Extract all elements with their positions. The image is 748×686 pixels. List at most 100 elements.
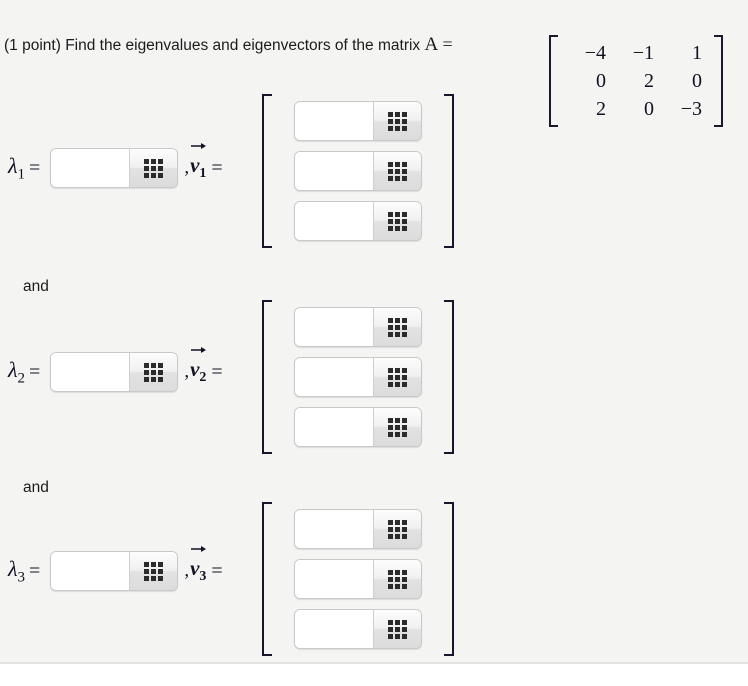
vector-input-column-3 [275,502,441,656]
keypad-icon-button[interactable] [373,102,421,140]
eigenvector-label-2: v2 [190,347,207,386]
keypad-icon-button[interactable] [129,149,178,187]
lambda-glyph: λ [8,356,18,382]
vector-answer-field[interactable] [294,509,422,549]
vector-right-bracket [441,502,454,656]
matrix-cell: 1 [692,41,702,64]
keypad-icon-button[interactable] [373,202,421,240]
eigenvector-equals-3: = [211,559,223,582]
vector-input-column-2 [275,300,441,454]
vector-input-2-1[interactable] [295,308,373,346]
vector-input-2-2[interactable] [295,358,373,396]
eigenvalue-equals-2: = [29,360,41,383]
keypad-grid-icon [388,519,407,539]
matrix-row: 0 2 0 [564,67,708,95]
vector-arrow-icon [191,143,207,150]
vector-arrow-icon [191,546,207,553]
vector-left-bracket [262,94,275,248]
matrix-equals-sign: = [442,34,453,54]
vector-input-3-1[interactable] [295,510,373,548]
keypad-icon-button[interactable] [373,560,421,598]
eigenvalue-answer-field-1[interactable] [50,148,179,188]
points-label: (1 point) [4,37,61,54]
vector-left-bracket [262,300,275,454]
eigenvector-matrix-3 [262,502,454,656]
matrix-row: −4 −1 1 [564,39,708,67]
matrix-row: 2 0 −3 [564,95,708,123]
keypad-icon-button[interactable] [129,353,178,391]
vector-answer-field[interactable] [294,357,422,397]
keypad-icon-button[interactable] [373,358,421,396]
vector-answer-field[interactable] [294,151,422,191]
matrix-cell: −3 [680,97,702,120]
vector-input-2-3[interactable] [295,408,373,446]
keypad-icon-button[interactable] [373,308,421,346]
vector-right-bracket [441,94,454,248]
vector-input-column-1 [275,94,441,248]
vector-input-3-3[interactable] [295,610,373,648]
matrix-cell: −1 [632,41,654,64]
keypad-icon-button[interactable] [373,408,421,446]
matrix-right-bracket [712,35,723,127]
keypad-icon-button[interactable] [373,610,421,648]
separator-comma-2: , [184,361,190,382]
keypad-grid-icon [388,111,407,131]
problem-statement: (1 point) Find the eigenvalues and eigen… [4,33,744,127]
vector-right-bracket [441,300,454,454]
prompt-text: Find the eigenvalues and eigenvectors of… [65,37,421,54]
keypad-grid-icon [144,158,164,178]
eigenvalue-label-1: λ1 [8,153,25,183]
vector-answer-field[interactable] [294,101,422,141]
keypad-grid-icon [388,367,407,387]
vector-answer-field[interactable] [294,201,422,241]
vector-input-1-3[interactable] [295,202,373,240]
keypad-grid-icon [388,417,407,437]
keypad-grid-icon [144,561,164,581]
vector-input-3-2[interactable] [295,560,373,598]
lambda-subscript: 1 [17,166,26,183]
lambda-glyph: λ [8,152,18,178]
eigenvector-equals-1: = [211,156,223,179]
keypad-icon-button[interactable] [129,552,178,590]
matrix-cell: 2 [644,69,654,92]
matrix-body: −4 −1 1 0 2 0 2 0 −3 [560,35,712,127]
eigenvector-label-3: v3 [190,546,207,585]
separator-comma-3: , [184,560,190,581]
vector-input-1-2[interactable] [295,152,373,190]
eigenvalue-row-1: λ1 = , v1 = [8,143,223,190]
keypad-icon-button[interactable] [373,510,421,548]
eigenvalue-input-2[interactable] [51,353,130,391]
eigenvalue-answer-field-3[interactable] [50,551,179,591]
vector-subscript: 3 [199,569,207,585]
vector-answer-field[interactable] [294,307,422,347]
eigenvalue-label-2: λ2 [8,357,25,387]
eigenvalue-input-1[interactable] [51,149,130,187]
eigenvalue-row-2: λ2 = , v2 = [8,347,223,394]
eigenvalue-equals-3: = [29,559,41,582]
vector-subscript: 1 [199,166,207,182]
eigenvalue-answer-field-2[interactable] [50,352,179,392]
separator-comma-1: , [184,157,190,178]
keypad-grid-icon [388,317,407,337]
vector-glyph: v [190,556,200,581]
matrix-cell: 0 [596,69,606,92]
separator-and-2: and [23,479,49,496]
keypad-icon-button[interactable] [373,152,421,190]
vector-glyph: v [190,357,200,382]
vector-answer-field[interactable] [294,609,422,649]
keypad-grid-icon [388,161,407,181]
problem-page: (1 point) Find the eigenvalues and eigen… [0,0,748,664]
vector-answer-field[interactable] [294,559,422,599]
vector-input-1-1[interactable] [295,102,373,140]
matrix-display: −4 −1 1 0 2 0 2 0 −3 [549,35,723,127]
eigenvalue-input-3[interactable] [51,552,130,590]
keypad-grid-icon [388,569,407,589]
separator-and-1: and [23,278,49,295]
eigenvalue-label-3: λ3 [8,556,25,586]
vector-subscript: 2 [199,370,207,386]
vector-left-bracket [262,502,275,656]
vector-answer-field[interactable] [294,407,422,447]
page-below-fold [0,666,748,686]
eigenvector-matrix-1 [262,94,454,248]
problem-statement-text: (1 point) Find the eigenvalues and eigen… [4,33,453,57]
